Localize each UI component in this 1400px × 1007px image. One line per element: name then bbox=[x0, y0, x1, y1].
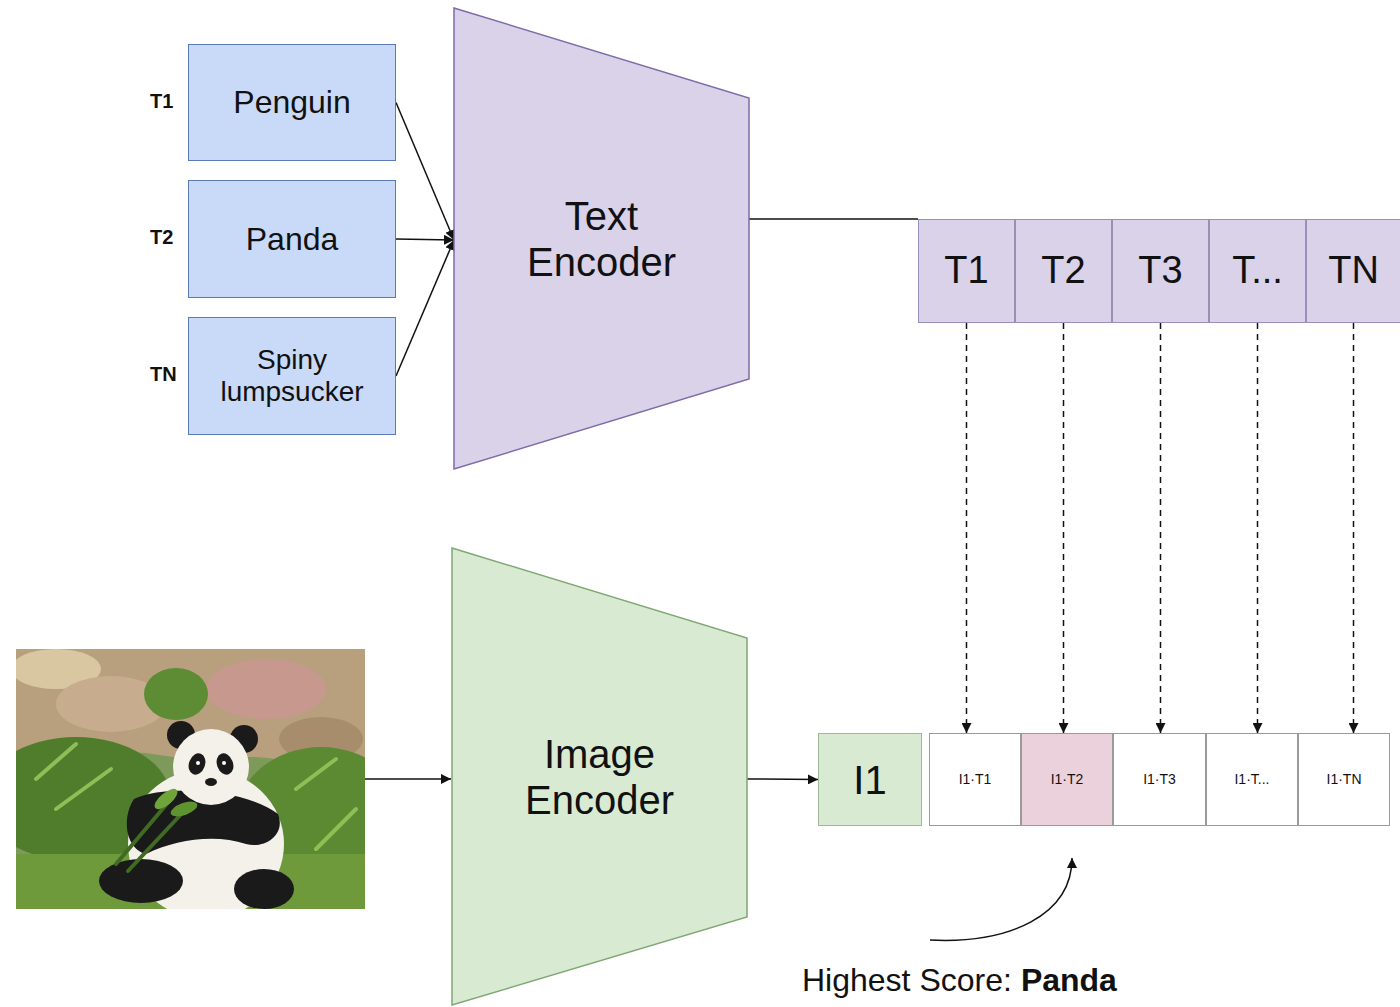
image-encoder: Image Encoder bbox=[452, 548, 747, 1005]
node-text: Penguin bbox=[233, 84, 350, 121]
panda-photo bbox=[0, 649, 406, 919]
text-embedding-cell: TN bbox=[1306, 219, 1400, 323]
node-text: T... bbox=[1232, 249, 1283, 293]
connector-arrow bbox=[396, 240, 454, 376]
embedding-index-wrap: TN bbox=[150, 363, 177, 386]
result-value-wrap: Panda bbox=[1021, 962, 1117, 999]
text-embedding-cell: T3 bbox=[1112, 219, 1209, 323]
node-text: I1·T... bbox=[1234, 771, 1269, 787]
pointer-arrow bbox=[930, 858, 1072, 940]
embedding-index-wrap: T2 bbox=[150, 226, 173, 249]
text-embedding-cell: T2 bbox=[1015, 219, 1112, 323]
dashed-arrow bbox=[1063, 323, 1065, 733]
photo-input-arrow bbox=[365, 778, 451, 780]
similarity-cell-highlight: I1·T2 bbox=[1021, 733, 1113, 826]
connector-arrow bbox=[747, 778, 818, 780]
node-text: Spiny lumpsucker bbox=[202, 344, 382, 408]
class-label-box: Panda bbox=[188, 180, 396, 298]
result-caption: Highest Score: bbox=[802, 962, 1012, 998]
connector-arrow bbox=[396, 239, 454, 240]
result-caption-wrap: Highest Score: bbox=[802, 962, 1012, 999]
dashed-arrow bbox=[1257, 323, 1259, 733]
result-value: Panda bbox=[1021, 962, 1117, 998]
node-text: I1·TN bbox=[1327, 771, 1362, 787]
node-text: T2 bbox=[1041, 249, 1085, 293]
node-text: T1 bbox=[944, 249, 988, 293]
connector-arrow bbox=[396, 103, 454, 241]
class-label-box: Penguin bbox=[188, 44, 396, 161]
dashed-arrow bbox=[1160, 323, 1162, 733]
node-text: TN bbox=[1328, 249, 1379, 293]
node-text: T3 bbox=[1138, 249, 1182, 293]
node-text: I1·T2 bbox=[1051, 771, 1084, 787]
dashed-arrow bbox=[966, 323, 968, 733]
node-text: I1·T3 bbox=[1143, 771, 1176, 787]
node-text: Panda bbox=[246, 221, 339, 258]
text-embedding-cell: T... bbox=[1209, 219, 1306, 323]
embedding-index: T2 bbox=[150, 226, 173, 248]
connector-arrow bbox=[749, 218, 918, 220]
node-text: I1·T1 bbox=[959, 771, 992, 787]
embedding-index: TN bbox=[150, 363, 177, 385]
text-encoder: Text Encoder bbox=[454, 8, 749, 469]
class-label-box: Spiny lumpsucker bbox=[188, 317, 396, 435]
encoder-shape bbox=[454, 8, 749, 469]
similarity-cell: I1·T1 bbox=[929, 733, 1021, 826]
node-text: Text Encoder bbox=[512, 193, 692, 285]
node-text: Image Encoder bbox=[510, 731, 690, 823]
node-text: I1 bbox=[853, 757, 886, 803]
similarity-cell: I1·TN bbox=[1298, 733, 1390, 826]
embedding-index-wrap: T1 bbox=[150, 90, 173, 113]
text-embedding-cell: T1 bbox=[918, 219, 1015, 323]
dashed-arrow bbox=[1353, 323, 1355, 733]
image-embedding-cell: I1 bbox=[818, 733, 922, 826]
encoder-shape bbox=[452, 548, 747, 1005]
embedding-index: T1 bbox=[150, 90, 173, 112]
similarity-cell: I1·T... bbox=[1206, 733, 1298, 826]
similarity-cell: I1·T3 bbox=[1113, 733, 1206, 826]
